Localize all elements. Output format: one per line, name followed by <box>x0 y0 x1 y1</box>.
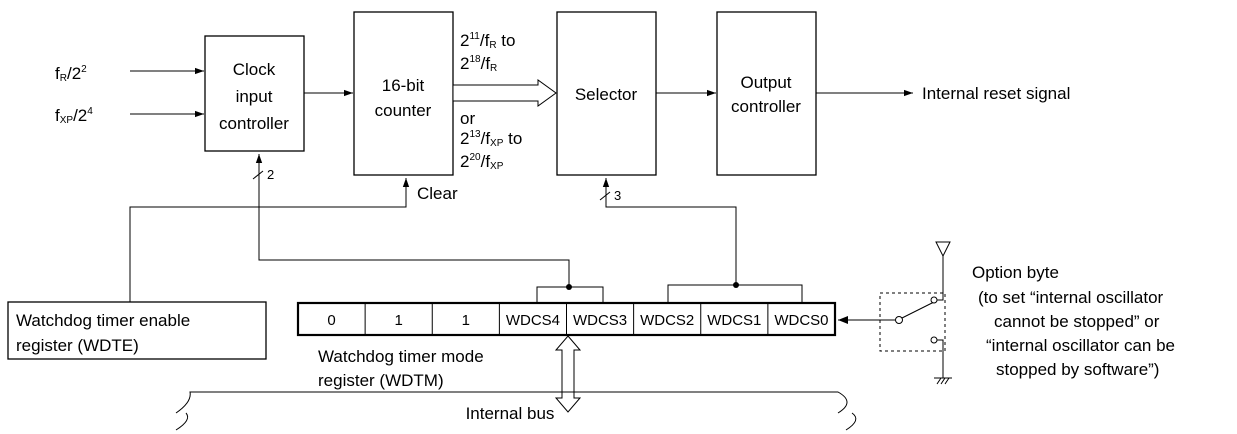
svg-text:fR/22: fR/22 <box>55 64 87 84</box>
vdd-symbol <box>935 241 951 258</box>
option-byte-title: Option byte <box>972 263 1059 282</box>
counter-output-labels: 211/fR to 218/fR or 213/fXP to 220/fXP <box>460 31 522 172</box>
selector-bus-width: 3 <box>614 188 621 203</box>
counter-to-selector-bus-arrow <box>452 79 557 107</box>
internal-bus: Internal bus <box>175 391 857 431</box>
option-byte-dashed-box <box>879 292 946 352</box>
clock-input-line1: Clock <box>233 60 276 79</box>
bus-slash-2 <box>252 170 264 180</box>
svg-text:or: or <box>460 109 475 128</box>
output-line1: Output <box>740 73 791 92</box>
wdtm-bit-cells: 0 1 1 WDCS4 WDCS3 WDCS2 WDCS1 WDCS0 <box>327 303 829 335</box>
wdtm-bit-2: WDCS2 <box>640 312 694 329</box>
wdtm-bit-4: WDCS4 <box>506 312 560 329</box>
internal-bus-label: Internal bus <box>466 404 555 423</box>
selector-bus-junction <box>733 282 739 288</box>
wdtm-bit-6: 1 <box>395 312 403 329</box>
wdtm-bit-0: WDCS0 <box>774 312 828 329</box>
clock-bus-width: 2 <box>267 167 274 182</box>
option-byte-note-3: “internal oscillator can be <box>986 336 1175 355</box>
wdtm-bit-5: 1 <box>462 312 470 329</box>
svg-text:fXP/24: fXP/24 <box>55 106 93 126</box>
selector-bus: 3 <box>599 178 803 303</box>
wdtm-bit-7: 0 <box>327 312 335 329</box>
input-fr: fR/22 <box>55 64 204 84</box>
clear-line: Clear <box>129 178 458 302</box>
wdtm-register: 0 1 1 WDCS4 WDCS3 WDCS2 WDCS1 WDCS0 Watchdog ti… <box>296 301 837 390</box>
counter-line1: 16-bit <box>382 76 425 95</box>
clock-input-line2: input <box>236 87 273 106</box>
clock-input-controller-block: Clock input controller <box>204 35 305 152</box>
option-byte-text: Option byte (to set “internal oscillator… <box>972 263 1175 379</box>
svg-text:218/fR: 218/fR <box>460 54 497 74</box>
wdtm-bit-3: WDCS3 <box>573 312 627 329</box>
svg-text:220/fXP: 220/fXP <box>460 152 504 172</box>
svg-text:213/fXP to: 213/fXP to <box>460 129 522 149</box>
clock-input-line3: controller <box>219 114 289 133</box>
counter-line2: counter <box>375 101 432 120</box>
clock-bus-junction <box>566 284 572 290</box>
option-byte-switch <box>838 241 952 385</box>
selector-block: Selector <box>556 11 657 176</box>
option-byte-note-2: cannot be stopped” or <box>994 312 1160 331</box>
option-byte-note-1: (to set “internal oscillator <box>978 288 1164 307</box>
wdte-line1: Watchdog timer enable <box>16 311 190 330</box>
wdtm-label-line2: register (WDTM) <box>318 371 444 390</box>
bus-slash-3 <box>599 191 611 201</box>
switch-common-contact <box>895 316 903 324</box>
output-line2: controller <box>731 97 801 116</box>
option-byte-note-4: stopped by software”) <box>996 360 1159 379</box>
input-fxp: fXP/24 <box>55 106 204 126</box>
counter-block: 16-bit counter <box>353 11 454 176</box>
switch-blade <box>901 301 935 319</box>
clock-select-bus: 2 <box>252 154 604 303</box>
selector-label: Selector <box>575 85 638 104</box>
wdtm-bus-double-arrow <box>554 335 582 413</box>
output-controller-block: Output controller <box>716 11 817 176</box>
wdtm-label-line1: Watchdog timer mode <box>318 347 484 366</box>
wdtm-bit-1: WDCS1 <box>707 312 761 329</box>
wdte-line2: register (WDTE) <box>16 336 139 355</box>
svg-text:211/fR to: 211/fR to <box>460 31 515 51</box>
internal-reset-signal-label: Internal reset signal <box>922 84 1070 103</box>
clear-label: Clear <box>417 184 458 203</box>
wdte-register: Watchdog timer enable register (WDTE) <box>7 301 267 360</box>
